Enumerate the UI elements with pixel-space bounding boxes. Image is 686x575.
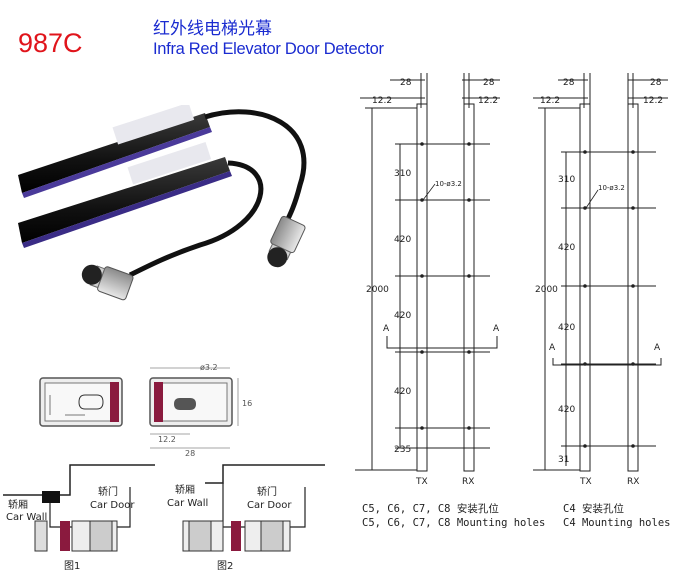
hole-note-left: 10-ø3.2 — [435, 180, 462, 188]
seg-dim-left-1: 310 — [394, 169, 411, 179]
model-number: 987C — [18, 28, 83, 58]
fig1-car-wall-en: Car Wall — [6, 512, 47, 523]
detector-bar-front — [18, 157, 230, 243]
section-mark-right-b: A — [654, 343, 661, 353]
seg-dim-right-2: 420 — [558, 243, 575, 253]
dim-12-right-a: 12.2 — [540, 96, 560, 106]
fig1-car-door-cn: 轿门 — [98, 485, 118, 498]
dim-28-left-b: 28 — [483, 78, 495, 88]
product-title-en: Infra Red Elevator Door Detector — [153, 40, 384, 58]
connector-plug-back — [267, 215, 306, 268]
detector-bar-back — [18, 113, 210, 193]
product-title-cn: 红外线电梯光幕 — [153, 19, 272, 39]
profile-outer-width-label: 28 — [185, 449, 195, 458]
cable-back — [204, 109, 307, 227]
seg-dim-right-4: 420 — [558, 405, 575, 415]
product-label-front — [127, 142, 212, 185]
section-mark-right-a: A — [549, 343, 556, 353]
profile-inner-width-label: 12.2 — [158, 435, 176, 444]
total-dim-left: 2000 — [366, 285, 389, 295]
caption-right-cn: C4 安装孔位 — [563, 503, 624, 515]
seg-dim-left-3: 420 — [394, 311, 411, 321]
caption-left-cn: C5, C6, C7, C8 安装孔位 — [362, 503, 499, 515]
connector-plug-front — [81, 264, 134, 301]
profile-section-left — [39, 377, 123, 427]
mounting-drawing-right: 10-ø3.2 28 28 12.2 12.2 310 420 420 420 … — [533, 73, 668, 487]
seg-dim-left-4: 420 — [394, 387, 411, 397]
fig2-car-door-en: Car Door — [247, 500, 292, 511]
fig1-caption: 图1 — [64, 560, 80, 572]
fig1-car-door-en: Car Door — [90, 500, 135, 511]
mounting-drawing-left: 10-ø3.2 28 28 12.2 12.2 310 420 420 420 … — [355, 73, 500, 487]
caption-left-en: C5, C6, C7, C8 Mounting holes — [362, 517, 546, 529]
fig2-caption: 图2 — [217, 560, 233, 572]
dim-12-right-b: 12.2 — [643, 96, 663, 106]
seg-dim-right-3: 420 — [558, 323, 575, 333]
installation-fig2: 轿厢 Car Wall 轿门 Car Door 图2 — [167, 464, 325, 572]
section-mark-left-b: A — [493, 324, 500, 334]
seg-dim-right-1: 310 — [558, 175, 575, 185]
product-label-back — [112, 105, 195, 145]
rx-label-left: RX — [462, 477, 474, 487]
profile-hole-label: ø3.2 — [200, 363, 218, 372]
cable-front — [128, 160, 264, 278]
fig2-car-wall-en: Car Wall — [167, 498, 208, 509]
seg-dim-right-5: 31 — [558, 455, 569, 465]
profile-cross-sections: ø3.2 16 12.2 28 — [39, 363, 252, 458]
product-photo — [18, 105, 307, 301]
fig1-car-wall-cn: 轿厢 — [8, 498, 28, 511]
profile-section-right — [149, 367, 239, 449]
dim-12-left-b: 12.2 — [478, 96, 498, 106]
profile-height-label: 16 — [242, 399, 252, 408]
seg-dim-left-5: 235 — [394, 445, 411, 455]
rx-label-right: RX — [627, 477, 639, 487]
fig2-car-door-cn: 轿门 — [257, 485, 277, 498]
fig2-car-wall-cn: 轿厢 — [175, 483, 195, 496]
hole-note-right: 10-ø3.2 — [598, 184, 625, 192]
section-mark-left-a: A — [383, 324, 390, 334]
dim-28-right-a: 28 — [563, 78, 575, 88]
total-dim-right: 2000 — [535, 285, 558, 295]
tx-label-left: TX — [415, 477, 428, 487]
installation-fig1: 轿厢 Car Wall 轿门 Car Door 图1 — [3, 464, 155, 572]
tx-label-right: TX — [579, 477, 592, 487]
caption-right-en: C4 Mounting holes — [563, 517, 671, 529]
seg-dim-left-2: 420 — [394, 235, 411, 245]
dim-28-right-b: 28 — [650, 78, 662, 88]
dim-28-left-a: 28 — [400, 78, 412, 88]
dim-12-left-a: 12.2 — [372, 96, 392, 106]
